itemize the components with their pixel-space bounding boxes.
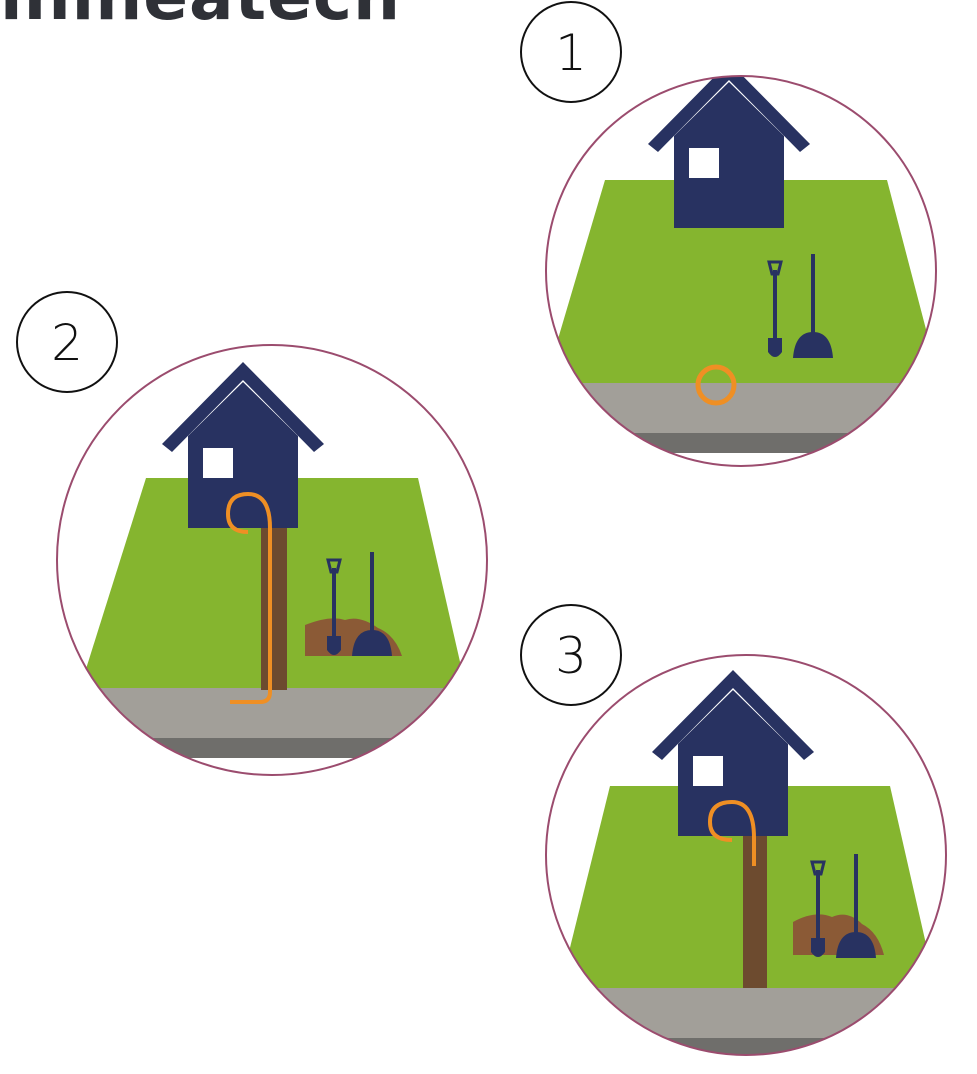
step-1-street-edge [530,433,960,453]
step-3-scene: 3 [521,605,970,1058]
step-2-street [50,688,500,738]
step-2-street-edge [50,738,500,758]
step-3-street [530,988,970,1038]
step-3-number: 3 [555,627,587,685]
step-1-number: 1 [555,24,587,82]
step-1-scene: 1 [521,2,960,466]
step-2-trench [261,528,287,690]
step-2-number: 2 [51,314,83,372]
step-2-scene: 2 [17,292,500,775]
